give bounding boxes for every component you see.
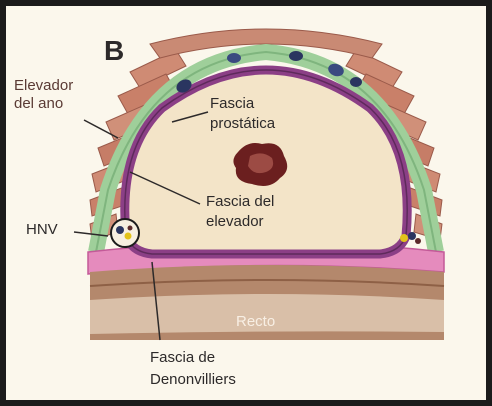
label-nvb: HNV <box>26 221 58 238</box>
label-denonvilliers-2: Denonvilliers <box>150 371 236 388</box>
label-prostatic-fascia-1: Fascia <box>210 95 255 112</box>
label-denonvilliers-1: Fascia de <box>150 349 215 366</box>
label-rectum: Recto <box>236 313 275 330</box>
neurovascular-bundle-left <box>111 219 139 247</box>
label-levator-fascia-1: Fascia del <box>206 193 274 210</box>
prostate-cross-section-illustration: B Elevador del ano Fascia prostática Fas… <box>6 6 486 400</box>
label-prostatic-fascia-2: prostática <box>210 115 276 132</box>
label-levator-ani-2: del ano <box>14 95 63 112</box>
panel-letter: B <box>104 35 124 66</box>
label-levator-fascia-2: elevador <box>206 213 264 230</box>
label-levator-ani-1: Elevador <box>14 77 73 94</box>
urethra-lumen <box>248 153 273 173</box>
